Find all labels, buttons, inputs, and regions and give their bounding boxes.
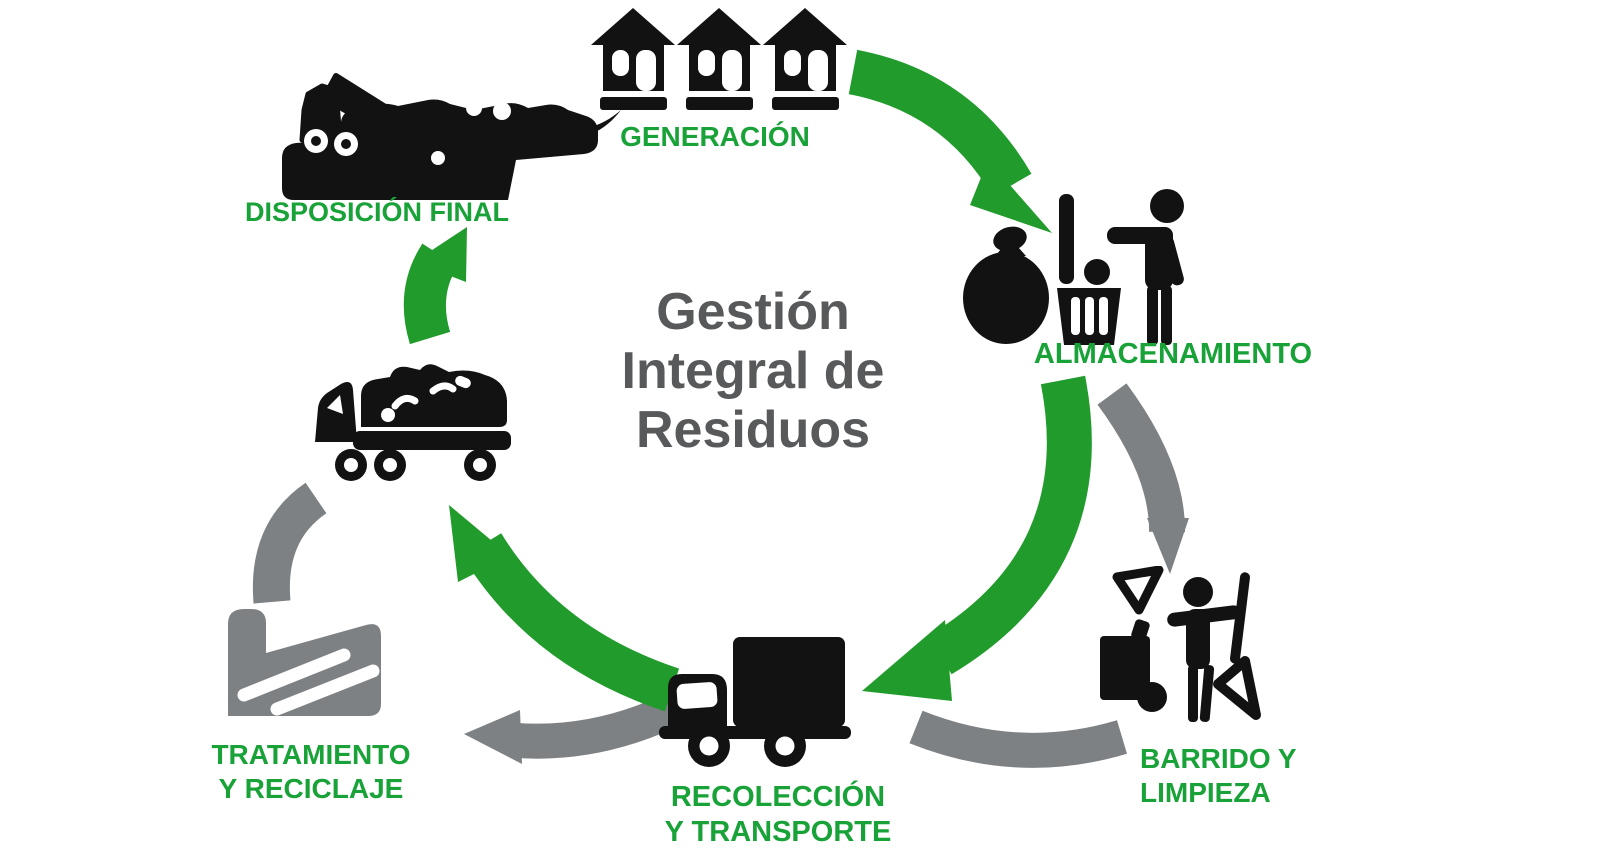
arrow-almacenamiento-to-barrido bbox=[1097, 383, 1189, 574]
person-throwing-trash-icon bbox=[1107, 189, 1184, 345]
stage-label-barrido: BARRIDO Y LIMPIEZA bbox=[1140, 742, 1297, 810]
stage-label-recoleccion: RECOLECCIÓN Y TRANSPORTE bbox=[628, 780, 928, 851]
stage-label-generacion: GENERACIÓN bbox=[620, 121, 810, 152]
stage-label-disposicion: DISPOSICIÓN FINAL bbox=[244, 197, 509, 227]
treatment-plant-icon bbox=[228, 609, 381, 716]
loaded-waste-truck-icon bbox=[315, 364, 511, 481]
arrow-recoleccion-to-tratamiento bbox=[464, 686, 697, 764]
stage-label-tratamiento-line1: TRATAMIENTO bbox=[211, 739, 411, 770]
arrow-almacenamiento-to-recoleccion bbox=[862, 375, 1092, 701]
arrow-generacion-to-almacenamiento bbox=[848, 49, 1052, 233]
arrow-barrido-to-recoleccion bbox=[909, 710, 1127, 768]
house-icon bbox=[591, 8, 675, 110]
street-sweeping-icon bbox=[1100, 566, 1261, 722]
arrow-recoleccion-to-transfer-truck bbox=[449, 505, 680, 712]
trash-bin-icon bbox=[1057, 194, 1121, 345]
stage-label-recoleccion-line1: RECOLECCIÓN bbox=[670, 781, 886, 813]
houses-icon bbox=[591, 8, 847, 110]
waste-bag-bin-person-icon bbox=[963, 189, 1184, 345]
center-title: Gestión Integral de Residuos bbox=[553, 283, 953, 459]
center-title-line3: Residuos bbox=[635, 400, 871, 459]
arrow-transfer-truck-to-disposicion bbox=[403, 227, 467, 345]
arrow-tratamiento-to-transfer-truck bbox=[252, 482, 327, 604]
landfill-dump-truck-icon bbox=[282, 73, 621, 200]
dust-icon bbox=[1112, 566, 1164, 615]
stage-label-recoleccion-line2: Y TRANSPORTE bbox=[664, 816, 892, 849]
stage-label-almacenamiento: ALMACENAMIENTO bbox=[1033, 338, 1313, 370]
stage-label-tratamiento-line2: Y RECICLAJE bbox=[218, 773, 404, 805]
stage-label-tratamiento: TRATAMIENTO Y RECICLAJE bbox=[161, 738, 461, 806]
wheeled-bin-icon bbox=[1100, 619, 1167, 712]
collection-truck-icon bbox=[659, 637, 851, 767]
center-title-line2: Integral de bbox=[621, 341, 885, 400]
stage-label-barrido-line1: BARRIDO Y bbox=[1140, 743, 1297, 774]
center-title-line1: Gestión bbox=[656, 283, 850, 341]
broom-icon bbox=[1213, 572, 1261, 720]
house-icon bbox=[763, 8, 847, 110]
sweeper-person-icon bbox=[1167, 577, 1241, 722]
trash-bag-icon bbox=[963, 226, 1049, 344]
house-icon bbox=[677, 8, 761, 110]
stage-label-barrido-line2: LIMPIEZA bbox=[1140, 777, 1271, 809]
